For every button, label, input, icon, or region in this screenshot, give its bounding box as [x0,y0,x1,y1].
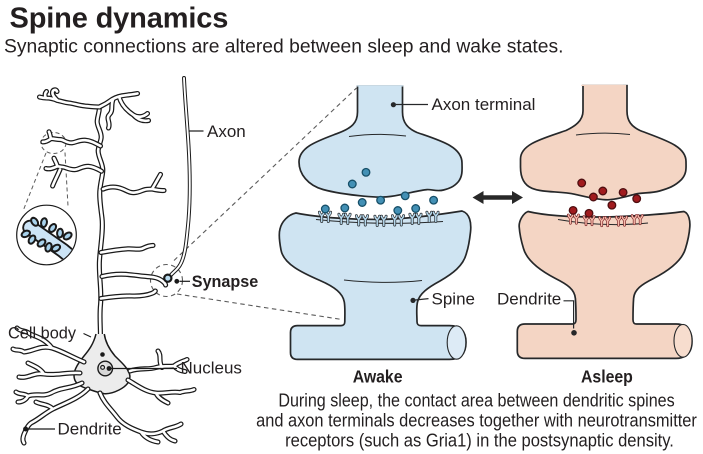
svg-text:and axon terminals decreases t: and axon terminals decreases together wi… [256,410,697,431]
svg-text:Synapse: Synapse [192,272,258,291]
svg-text:Nucleus: Nucleus [181,359,242,378]
svg-text:Asleep: Asleep [581,367,633,387]
svg-text:Spine dynamics: Spine dynamics [10,3,229,35]
svg-text:Awake: Awake [353,367,403,387]
svg-text:During sleep, the contact area: During sleep, the contact area between d… [278,389,675,410]
svg-text:receptors (such as Gria1) in t: receptors (such as Gria1) in the postsyn… [285,430,674,451]
svg-text:Dendrite: Dendrite [497,290,561,309]
svg-text:Axon terminal: Axon terminal [432,95,536,114]
svg-text:Axon: Axon [207,122,246,141]
svg-text:Synaptic connections are alter: Synaptic connections are altered between… [4,37,564,58]
svg-text:Cell body: Cell body [8,323,77,342]
svg-text:Dendrite: Dendrite [58,420,122,439]
svg-text:Spine: Spine [432,290,475,309]
